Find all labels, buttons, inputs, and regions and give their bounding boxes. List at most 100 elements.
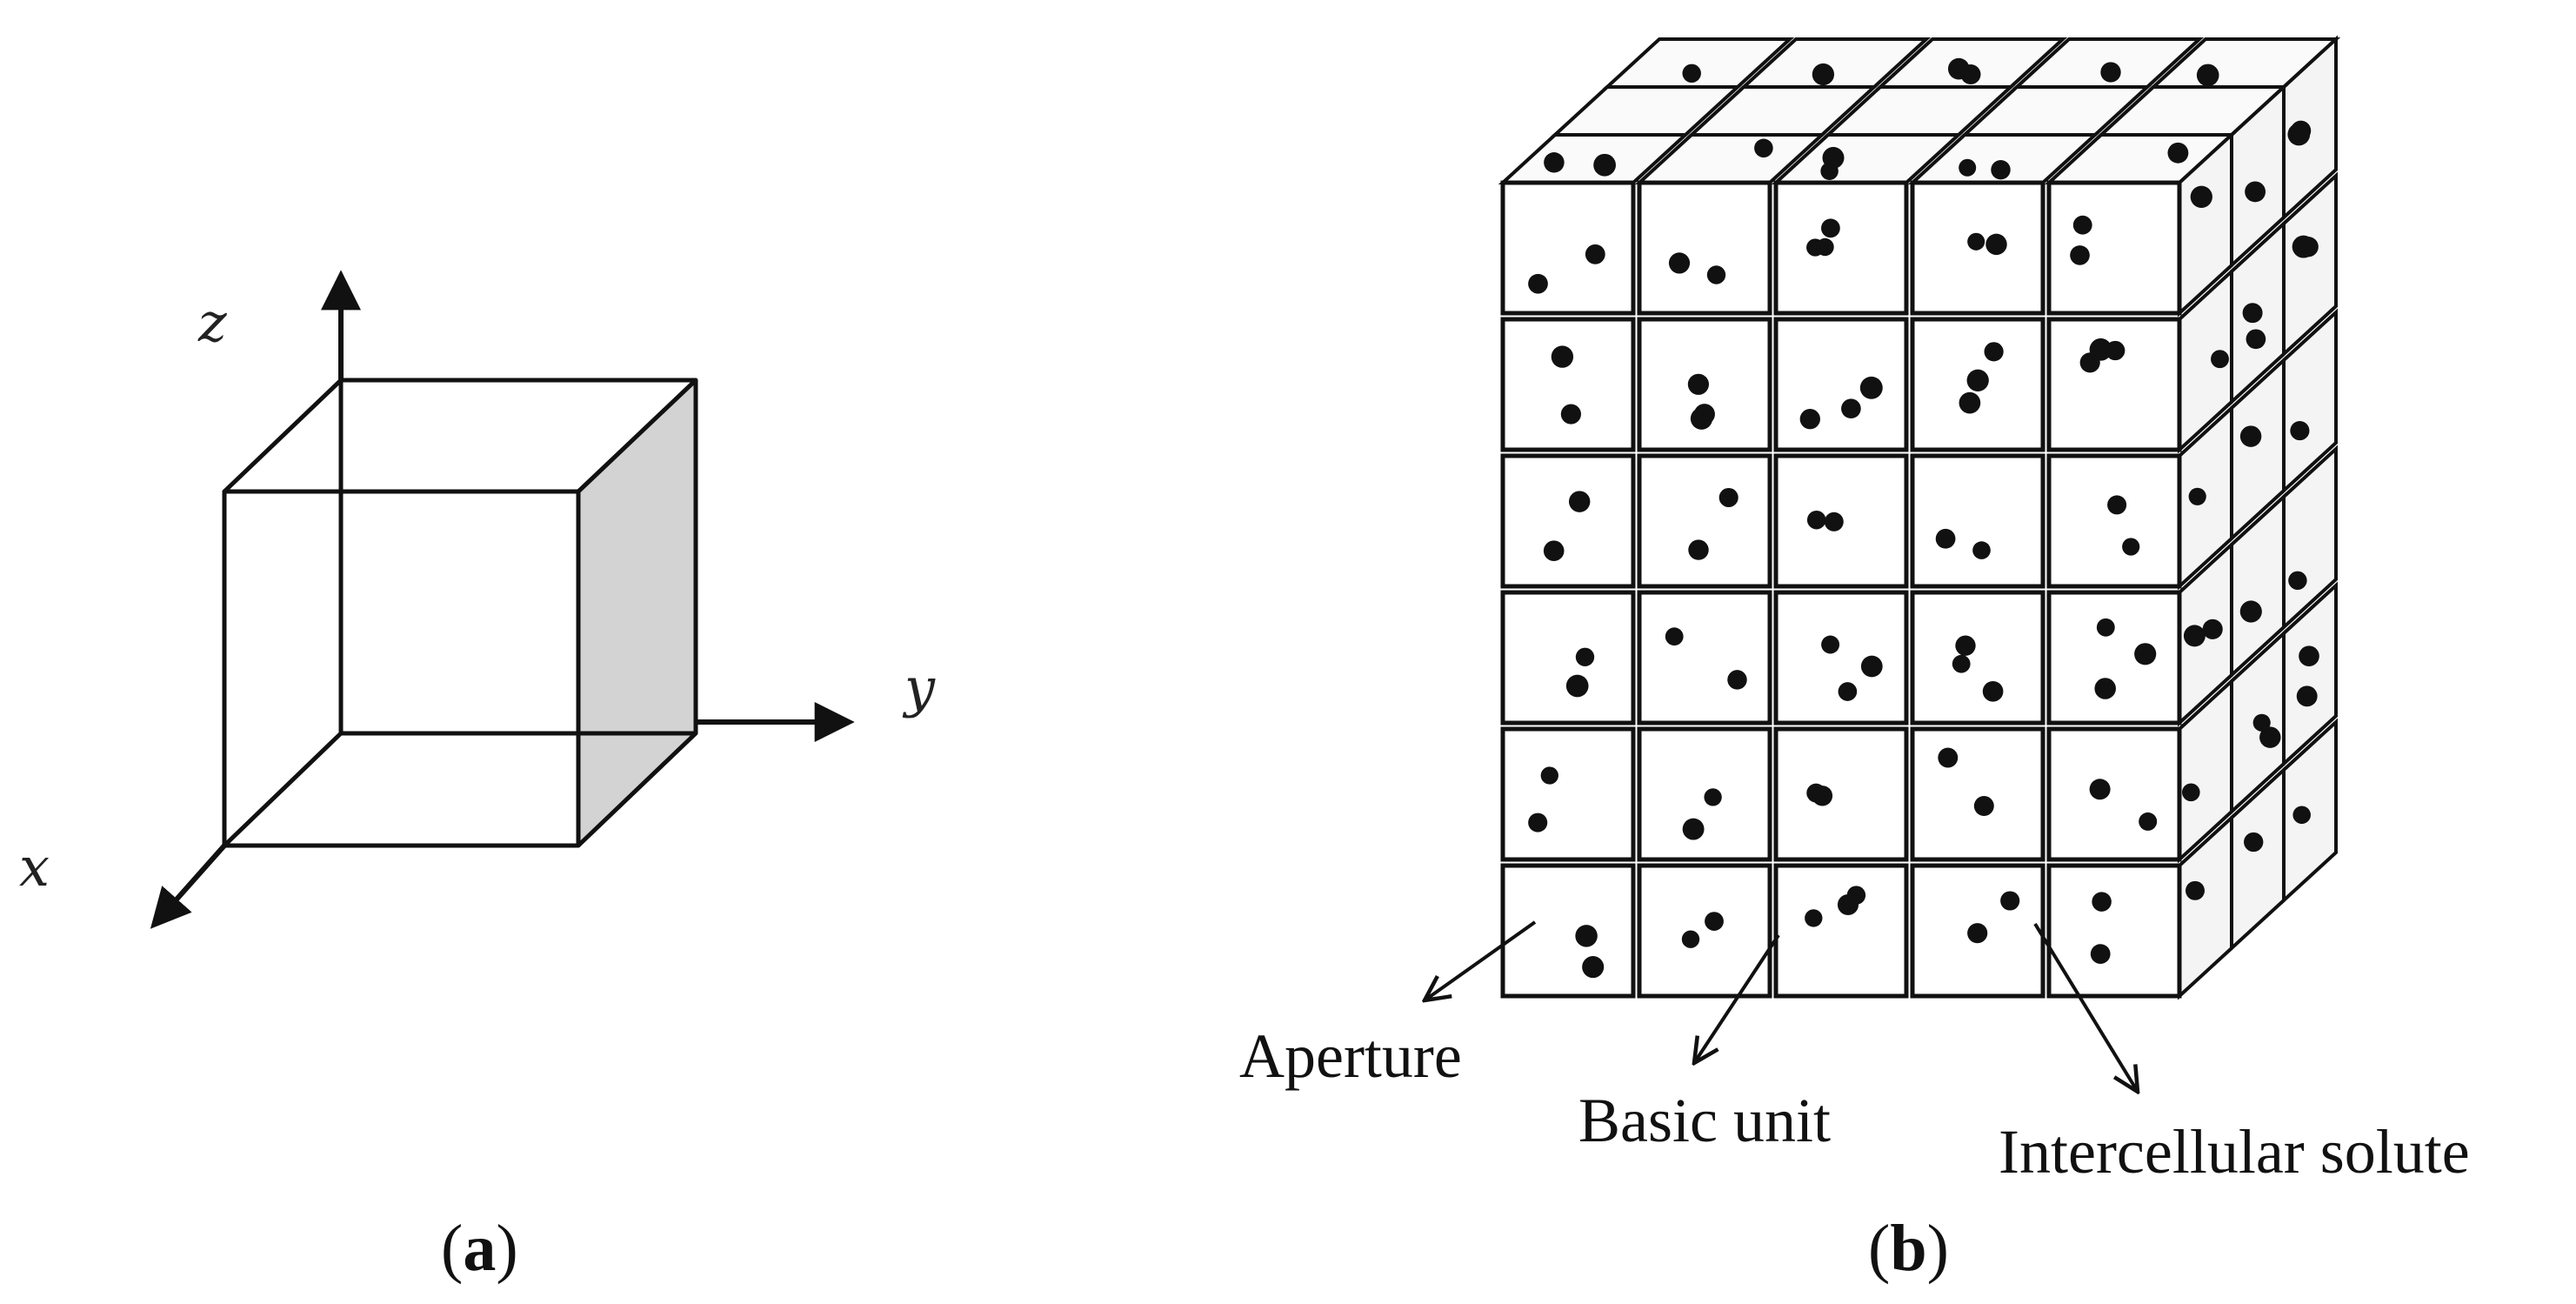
cell-dot xyxy=(2188,487,2206,505)
cell-dot xyxy=(1706,265,1726,284)
cell-front-face xyxy=(1637,863,1772,999)
cell-dot xyxy=(2096,618,2115,637)
cell-dot xyxy=(2245,181,2266,203)
cell-dot xyxy=(1668,252,1691,274)
cell-dot xyxy=(1812,63,1835,86)
cell-dot xyxy=(1754,138,1773,158)
cell-front-face xyxy=(1637,453,1772,589)
cell-dot xyxy=(1682,64,1701,84)
panel-a-letter: a xyxy=(463,1212,496,1285)
cell-dot xyxy=(1982,680,2004,702)
cell-block-diagram xyxy=(1498,35,2341,1000)
cell-dot xyxy=(1972,541,1991,559)
cell-dot xyxy=(2290,421,2310,441)
cell-dot xyxy=(2242,303,2263,324)
cell-dot xyxy=(2239,425,2262,447)
cell-dot xyxy=(2107,495,2127,515)
cell-front-face xyxy=(1500,317,1636,452)
cell-dot xyxy=(1690,407,1713,430)
x-axis-label: x xyxy=(19,835,50,899)
cell-dot xyxy=(1551,345,1574,368)
cell-dot xyxy=(2100,62,2121,83)
cell-dot xyxy=(1682,818,1705,840)
y-axis-label: y xyxy=(902,656,936,719)
panel-a-caption: (a) xyxy=(441,1212,518,1285)
cell-dot xyxy=(2094,678,2116,699)
cell-dot xyxy=(2299,645,2319,667)
cell-dot xyxy=(1935,528,1956,549)
cell-dot xyxy=(1821,635,1840,654)
cell-dot xyxy=(1665,627,1684,646)
cell-dot xyxy=(2252,713,2271,732)
cell-dot xyxy=(1575,647,1595,666)
cell-dot xyxy=(1718,487,1738,508)
cell-front-face xyxy=(1637,180,1772,316)
z-axis-label: z xyxy=(197,291,227,354)
cell-front-face xyxy=(1500,453,1636,589)
cell-dot xyxy=(1984,342,2004,362)
aperture-arrow xyxy=(1425,920,1537,1000)
cell-dot xyxy=(1985,233,2007,256)
cell-dot xyxy=(1859,376,1883,399)
basic-unit-arrow xyxy=(1694,933,1780,1063)
cell-front-face xyxy=(1500,726,1636,862)
cell-dot xyxy=(2244,832,2264,853)
cell-dot xyxy=(2186,880,2205,900)
cell-dot xyxy=(1955,635,1976,656)
cell-dot xyxy=(2070,245,2090,265)
cell-dot xyxy=(1585,244,1605,264)
cell-dot xyxy=(1824,512,1844,532)
cell-dot xyxy=(2211,350,2229,369)
cell-dot xyxy=(1543,540,1565,561)
cell-dot xyxy=(1528,812,1548,833)
cell-dot xyxy=(2089,338,2112,361)
cube-shaded-face xyxy=(578,380,696,846)
aperture-label: Aperture xyxy=(1239,1021,1462,1091)
cell-front-face xyxy=(1773,863,1909,999)
cell-dot xyxy=(1568,491,1591,512)
cell-dot xyxy=(2139,812,2158,831)
cell-dot xyxy=(1959,158,1977,177)
basic-unit-label: Basic unit xyxy=(1578,1086,1831,1155)
cell-dot xyxy=(2134,643,2157,665)
cell-dot xyxy=(1938,747,1959,768)
cell-dot xyxy=(1960,64,1981,84)
cell-dot xyxy=(1959,391,1981,414)
cell-dot xyxy=(2089,779,2111,800)
cell-dot xyxy=(2292,806,2311,825)
cell-front-face xyxy=(1500,590,1636,726)
cube-right-face-edges xyxy=(577,380,698,847)
cell-dot xyxy=(1540,766,1558,785)
cell-dot xyxy=(1560,404,1581,425)
cell-dot xyxy=(2167,142,2189,164)
cell-dot xyxy=(1812,786,1833,806)
cube-diagram xyxy=(222,378,698,848)
cell-front-face xyxy=(1637,726,1772,862)
cell-dot xyxy=(1838,682,1858,701)
cell-dot xyxy=(2072,215,2092,235)
cell-dot xyxy=(1727,670,1747,690)
x-axis-arrow xyxy=(150,844,227,929)
cell-front-face xyxy=(1910,590,2045,726)
cell-dot xyxy=(1705,912,1724,931)
cell-dot xyxy=(1582,956,1605,979)
cell-front-face xyxy=(1773,590,1909,726)
cell-dot xyxy=(1544,152,1565,173)
cell-dot xyxy=(2239,600,2262,623)
cell-dot xyxy=(1816,237,1834,257)
panel-b-letter: b xyxy=(1890,1212,1926,1285)
cell-front-face xyxy=(2046,453,2182,589)
cell-dot xyxy=(2190,185,2212,208)
intercellular-solute-label: Intercellular solute xyxy=(1999,1117,2470,1187)
cell-front-face xyxy=(1773,317,1909,452)
cell-dot xyxy=(2106,340,2126,361)
cell-dot xyxy=(1991,159,2011,180)
cell-front-face xyxy=(2046,726,2182,862)
cell-front-face xyxy=(1773,180,1909,316)
cell-dot xyxy=(1973,796,1994,816)
cell-front-face xyxy=(1910,453,2045,589)
cell-dot xyxy=(2092,892,2112,912)
cell-dot xyxy=(2122,538,2140,556)
cell-dot xyxy=(2182,783,2200,802)
